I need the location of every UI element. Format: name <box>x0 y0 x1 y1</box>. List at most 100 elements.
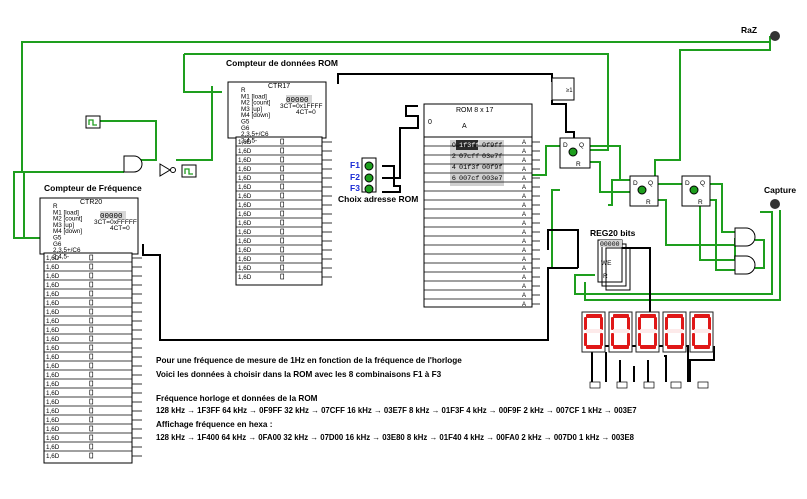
register-title: REG20 bits <box>590 228 636 238</box>
display-digit <box>581 311 606 389</box>
rom-row-a: A <box>522 149 526 155</box>
rom-row-a: A <box>522 185 526 191</box>
ctr20-output-2: 4CT=0 <box>110 225 130 232</box>
svg-text:D: D <box>563 142 568 149</box>
rom-data-b: 03e7f <box>482 153 502 161</box>
ctr17-rows-label: 1,6D <box>238 193 252 200</box>
ctr17-value-box <box>286 95 312 103</box>
ctr20-rows-label: 1,6D <box>46 390 60 397</box>
and-gate-1 <box>123 155 143 173</box>
capture-terminal[interactable] <box>770 199 780 209</box>
ctr20-pins-pin: G6 <box>53 241 62 248</box>
rom-data-addr: 4 <box>452 164 456 171</box>
rom-row-a: A <box>522 212 526 218</box>
ctr17-pins-pin: G5 <box>241 119 250 126</box>
svg-text:Q: Q <box>648 180 653 187</box>
and-gate-2 <box>734 227 756 247</box>
capture-label: Capture <box>764 185 797 195</box>
rom-row-a: A <box>522 230 526 236</box>
register-pin-we: WE <box>601 260 612 267</box>
register-value-box <box>600 240 622 247</box>
register-pin-r: R <box>603 273 608 280</box>
rom-counter-title: Compteur de données ROM <box>226 58 338 68</box>
rom-row-a: A <box>522 221 526 227</box>
ctr20-value-box <box>100 211 126 219</box>
display-digit <box>635 311 660 389</box>
ctr20-pins-pin: G5 <box>53 235 62 242</box>
rom-row-a: A <box>522 194 526 200</box>
ctr20-rows-label: 1,6D <box>46 381 60 388</box>
ctr20-rows-label: 1,6D <box>46 444 60 451</box>
ctr20-rows: 1,6D 1,6D 1,6D 1,6D 1,6D 1,6D 1,6D 1,6D 1,6D 1,6D… <box>44 252 142 460</box>
ctr20-rows-label: 1,6D <box>46 345 60 352</box>
ctr17-rows-label: 1,6D <box>238 229 252 236</box>
ctr17-rows-label: 1,6D <box>238 139 252 146</box>
rom-data-a: 01f3f <box>459 164 479 172</box>
rom-row-a: A <box>522 302 526 308</box>
ctr20-rows-label: 1,6D <box>46 300 60 307</box>
clock-source-2 <box>181 164 197 178</box>
svg-text:R: R <box>646 199 651 206</box>
rom-data-addr: 0 <box>452 142 456 149</box>
rom-data-addr: 2 <box>452 153 456 160</box>
raz-terminal[interactable] <box>770 31 780 41</box>
rom-data-b: 00f9f <box>482 164 502 172</box>
rom-data-a: 007cf <box>459 175 479 183</box>
ctr17-pin-list: RM1 [load]M2 [count]M3 [up]M4 [down]G5G6… <box>241 87 271 144</box>
note-heading-1: Fréquence horloge et données de la ROM <box>156 394 318 403</box>
ctr17-rows-label: 1,6D <box>238 166 252 173</box>
note-line-2: Voici les données à choisir dans la ROM … <box>156 370 442 379</box>
selector-f1[interactable]: F1 <box>350 160 360 170</box>
rom-row-a: A <box>522 257 526 263</box>
not-gate <box>159 163 176 177</box>
ctr20-rows-label: 1,6D <box>46 273 60 280</box>
ctr20-rows-label: 1,6D <box>46 426 60 433</box>
ctr20-pins-pin: 2,3,5+/C6 <box>53 247 81 254</box>
ctr17-rows-label: 1,6D <box>238 184 252 191</box>
display-digit <box>662 311 687 389</box>
ctr20-pins-pin: M4 [down] <box>53 228 82 235</box>
raz-label: RaZ <box>741 25 758 35</box>
note-heading-2: Affichage fréquence en hexa : <box>156 420 273 429</box>
selector-f3[interactable]: F3 <box>350 183 360 193</box>
ctr20-rows-label: 1,6D <box>46 453 60 460</box>
svg-text:A: A <box>462 123 467 130</box>
ctr20-pins-pin: 2,4,5- <box>53 253 69 260</box>
ctr17-rows-label: 1,6D <box>238 247 252 254</box>
ctr20-rows-label: 1,6D <box>46 363 60 370</box>
ctr17-rows-label: 1,6D <box>238 175 252 182</box>
ctr17-rows-label: 1,6D <box>238 274 252 281</box>
ctr20-rows-label: 1,6D <box>46 264 60 271</box>
ctr17-pins-pin: M3 [up] <box>241 106 262 113</box>
bus-digit-4 <box>664 355 667 382</box>
ctr17-output-2: 4CT=0 <box>296 109 316 116</box>
register-block: 00000 WE R <box>597 239 631 291</box>
rom-row-a: A <box>522 266 526 272</box>
ctr17-name: CTR17 <box>268 83 290 90</box>
rom-row-a: A <box>522 275 526 281</box>
display-digit <box>689 311 714 389</box>
seven-segment-display <box>581 311 714 389</box>
svg-text:Q: Q <box>579 142 584 149</box>
ctr17-rows-label: 1,6D <box>238 157 252 164</box>
ctr20-rows-label: 1,6D <box>46 435 60 442</box>
ctr17-pins-pin: M4 [down] <box>241 112 270 119</box>
ctr20-counter: 00000 CTR20 3CT=0xFFFFF 4CT=0 RM1 [load]… <box>39 197 142 464</box>
selector-f2[interactable]: F2 <box>350 172 360 182</box>
ctr20-rows-label: 1,6D <box>46 309 60 316</box>
ctr17-rows-label: 1,6D <box>238 238 252 245</box>
svg-text:D: D <box>685 180 690 187</box>
ctr20-name: CTR20 <box>80 199 102 206</box>
svg-text:0: 0 <box>428 119 432 126</box>
d-flipflop-3: D Q R <box>681 175 711 207</box>
rom-title: ROM 8 x 17 <box>456 107 493 114</box>
ctr17-output-1: 3CT=0x1FFFF <box>280 103 322 110</box>
ctr17-pins-pin: M2 [count] <box>241 100 271 107</box>
rom-row-a: A <box>522 158 526 164</box>
rom-row-a: A <box>522 284 526 290</box>
ctr20-rows-label: 1,6D <box>46 372 60 379</box>
d-flipflop-1: D Q R <box>559 137 591 169</box>
